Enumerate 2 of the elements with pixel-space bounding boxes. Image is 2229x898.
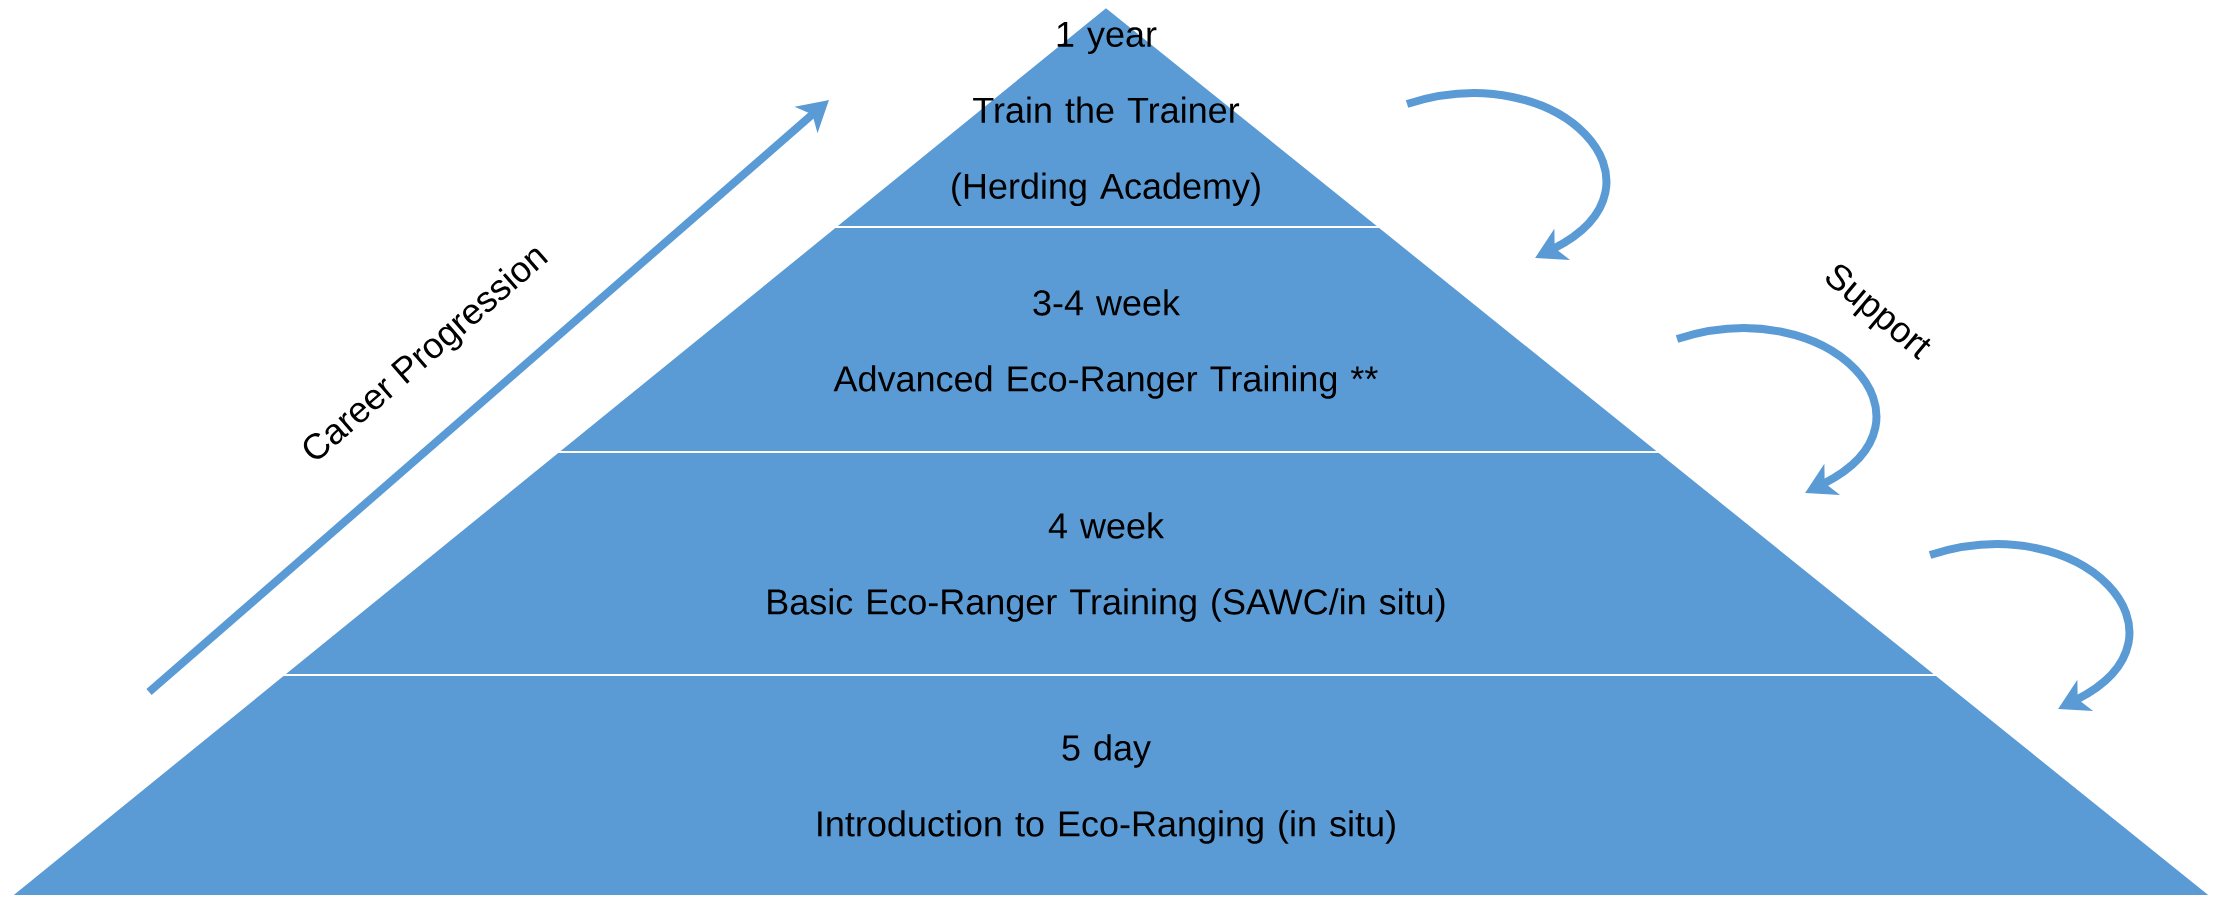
node-label: 5 day (1062, 734, 1151, 768)
node-label: Introduction to Eco-Ranging (in situ) (818, 810, 1395, 844)
